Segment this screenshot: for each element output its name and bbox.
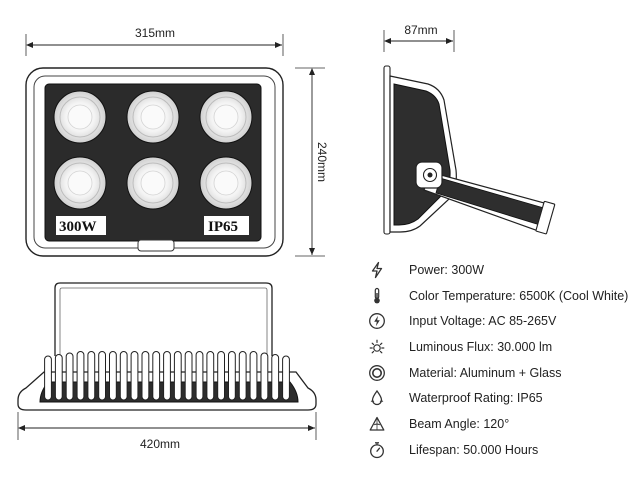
led-lens: [126, 156, 180, 210]
bottom-view: [17, 282, 317, 411]
material-rings-icon: [368, 364, 386, 382]
cooling-fin: [173, 351, 182, 401]
side-depth-dimension: 87mm: [383, 23, 455, 52]
spec-row-input-voltage: Input Voltage: AC 85-265V: [368, 308, 640, 334]
spec-text: Lifespan: 50.000 Hours: [409, 442, 539, 457]
spec-text: Luminous Flux: 30.000 lm: [409, 339, 553, 354]
led-lens: [199, 90, 253, 144]
sun-rays-icon: [368, 338, 386, 356]
spec-text: Color Temperature: 6500K (Cool White): [409, 288, 629, 303]
front-glass-edge: [383, 65, 391, 235]
spec-row-beam-angle: Beam Angle: 120°: [368, 411, 640, 437]
cooling-fin: [163, 351, 171, 401]
cooling-fin: [228, 351, 236, 401]
cooling-fin: [44, 355, 52, 401]
cooling-fin: [217, 351, 225, 401]
spec-text: Material: Aluminum + Glass: [409, 365, 562, 380]
front-width-dimension: 315mm: [25, 26, 284, 56]
led-lens: [199, 156, 253, 210]
cooling-fin: [238, 351, 247, 401]
thermometer-icon: [368, 287, 386, 305]
spec-row-power: Power: 300W: [368, 257, 640, 283]
cooling-fin: [87, 351, 96, 401]
cooling-fin: [260, 352, 269, 401]
cooling-fin: [195, 351, 204, 401]
cooling-fin: [76, 351, 85, 401]
led-lens-array: [53, 90, 253, 210]
cooling-fin: [206, 351, 215, 401]
cooling-fin: [282, 355, 290, 401]
spec-text: Input Voltage: AC 85-265V: [409, 314, 557, 329]
timer-icon: [368, 441, 386, 459]
side-depth-label: 87mm: [404, 23, 437, 37]
lightning-bolt-icon: [368, 261, 386, 279]
rating-label: IP65: [208, 219, 238, 235]
cooling-fin: [65, 352, 74, 401]
cooling-fin: [184, 351, 193, 401]
cooling-fin: [119, 351, 128, 401]
bottom-notch: [137, 239, 175, 252]
front-height-label: 240mm: [315, 142, 329, 182]
water-drop-icon: [368, 389, 386, 407]
spec-row-material: Material: Aluminum + Glass: [368, 360, 640, 386]
cooling-fin: [271, 354, 280, 401]
cooling-fins: [44, 351, 290, 401]
spec-text: Power: 300W: [409, 262, 485, 277]
spec-list: Power: 300W Color Temperature: 6500K (Co…: [368, 257, 640, 463]
cooling-fin: [98, 351, 106, 401]
cooling-fin: [54, 354, 63, 401]
voltage-bolt-circle-icon: [368, 312, 386, 330]
spec-row-lifespan: Lifespan: 50.000 Hours: [368, 437, 640, 463]
spec-row-waterproof: Waterproof Rating: IP65: [368, 385, 640, 411]
bottom-bracket: [54, 282, 273, 356]
cooling-fin: [152, 351, 161, 401]
cooling-fin: [130, 351, 139, 401]
bottom-width-label: 420mm: [140, 437, 180, 451]
bottom-width-dimension: 420mm: [17, 412, 317, 451]
spec-row-color-temperature: Color Temperature: 6500K (Cool White): [368, 283, 640, 309]
spec-text: Waterproof Rating: IP65: [409, 391, 543, 406]
led-lens: [53, 156, 107, 210]
spec-row-luminous-flux: Luminous Flux: 30.000 lm: [368, 334, 640, 360]
front-height-dimension: 240mm: [295, 67, 329, 257]
cooling-fin: [141, 351, 150, 401]
side-view: 87mm: [383, 23, 556, 235]
led-lens: [126, 90, 180, 144]
led-lens: [53, 90, 107, 144]
cooling-fin: [249, 351, 258, 401]
power-label: 300W: [59, 219, 97, 235]
front-width-label: 315mm: [135, 26, 175, 40]
cooling-fin: [109, 351, 117, 401]
beam-angle-icon: [368, 415, 386, 433]
front-view: 315mm 240mm: [25, 26, 329, 257]
spec-text: Beam Angle: 120°: [409, 416, 510, 431]
